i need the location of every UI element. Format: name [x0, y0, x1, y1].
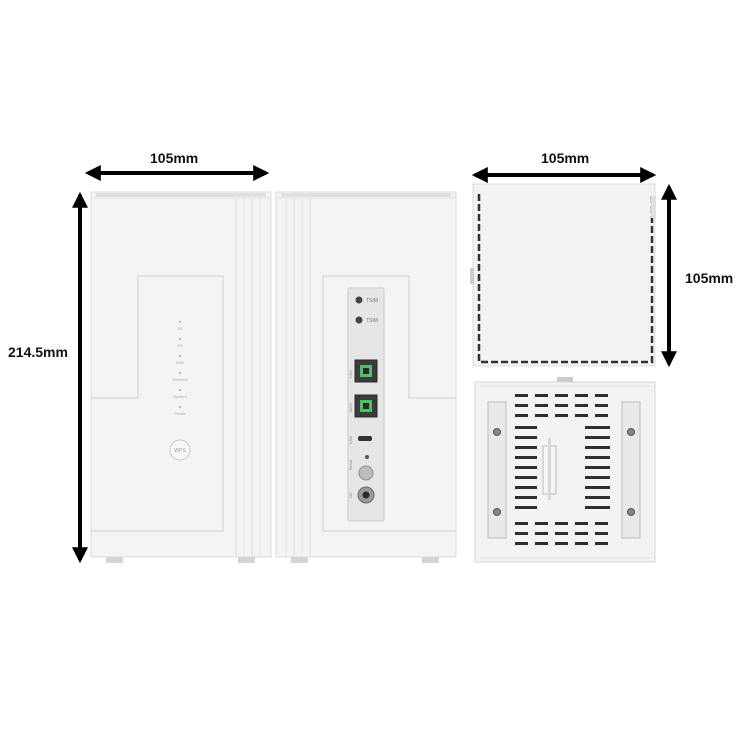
lan-label: LAN [348, 370, 353, 378]
reset-label: Reset [348, 459, 353, 470]
top-width-label: 105mm [541, 150, 590, 166]
vent-grid [515, 394, 610, 545]
led-dot [178, 337, 182, 341]
led-dot [178, 371, 182, 375]
power-button[interactable] [358, 465, 374, 481]
led-label-system: System [173, 394, 187, 399]
back-panel-labels: TSIM TSIM LAN WAN USB Reset DC [348, 298, 378, 498]
top-depth-label: 105mm [685, 270, 734, 286]
led-label-power: Power [174, 411, 186, 416]
led-dot [178, 388, 182, 392]
top-view [470, 183, 656, 367]
screw [493, 428, 501, 436]
front-view [90, 191, 272, 563]
led-label-5g: 5G [177, 326, 182, 331]
led-label-wifi: WiFi [176, 360, 184, 365]
led-indicators: 5G 4G WiFi Ethernet System Power WPS [172, 320, 188, 454]
wps-button-label: WPS [174, 448, 186, 454]
wan-label: WAN [348, 403, 353, 412]
bottom-view [474, 377, 656, 563]
led-label-ethernet: Ethernet [172, 377, 188, 382]
led-dot [178, 354, 182, 358]
sim-slot[interactable] [355, 296, 363, 304]
wps-button[interactable] [169, 439, 191, 461]
dc-label: DC [348, 492, 353, 498]
screw [627, 508, 635, 516]
back-view [275, 191, 457, 563]
height-label: 214.5mm [8, 344, 68, 360]
usb-label: USB [348, 436, 353, 445]
sim-label: TSIM [366, 298, 378, 304]
front-width-label: 105mm [150, 150, 199, 166]
screw [493, 508, 501, 516]
sim-slot[interactable] [355, 316, 363, 324]
screw [627, 428, 635, 436]
reset-pinhole[interactable] [365, 455, 369, 459]
led-dot [178, 405, 182, 409]
sim-label: TSIM [366, 318, 378, 324]
led-label-4g: 4G [177, 343, 182, 348]
led-dot [178, 320, 182, 324]
usb-port[interactable] [358, 436, 372, 441]
